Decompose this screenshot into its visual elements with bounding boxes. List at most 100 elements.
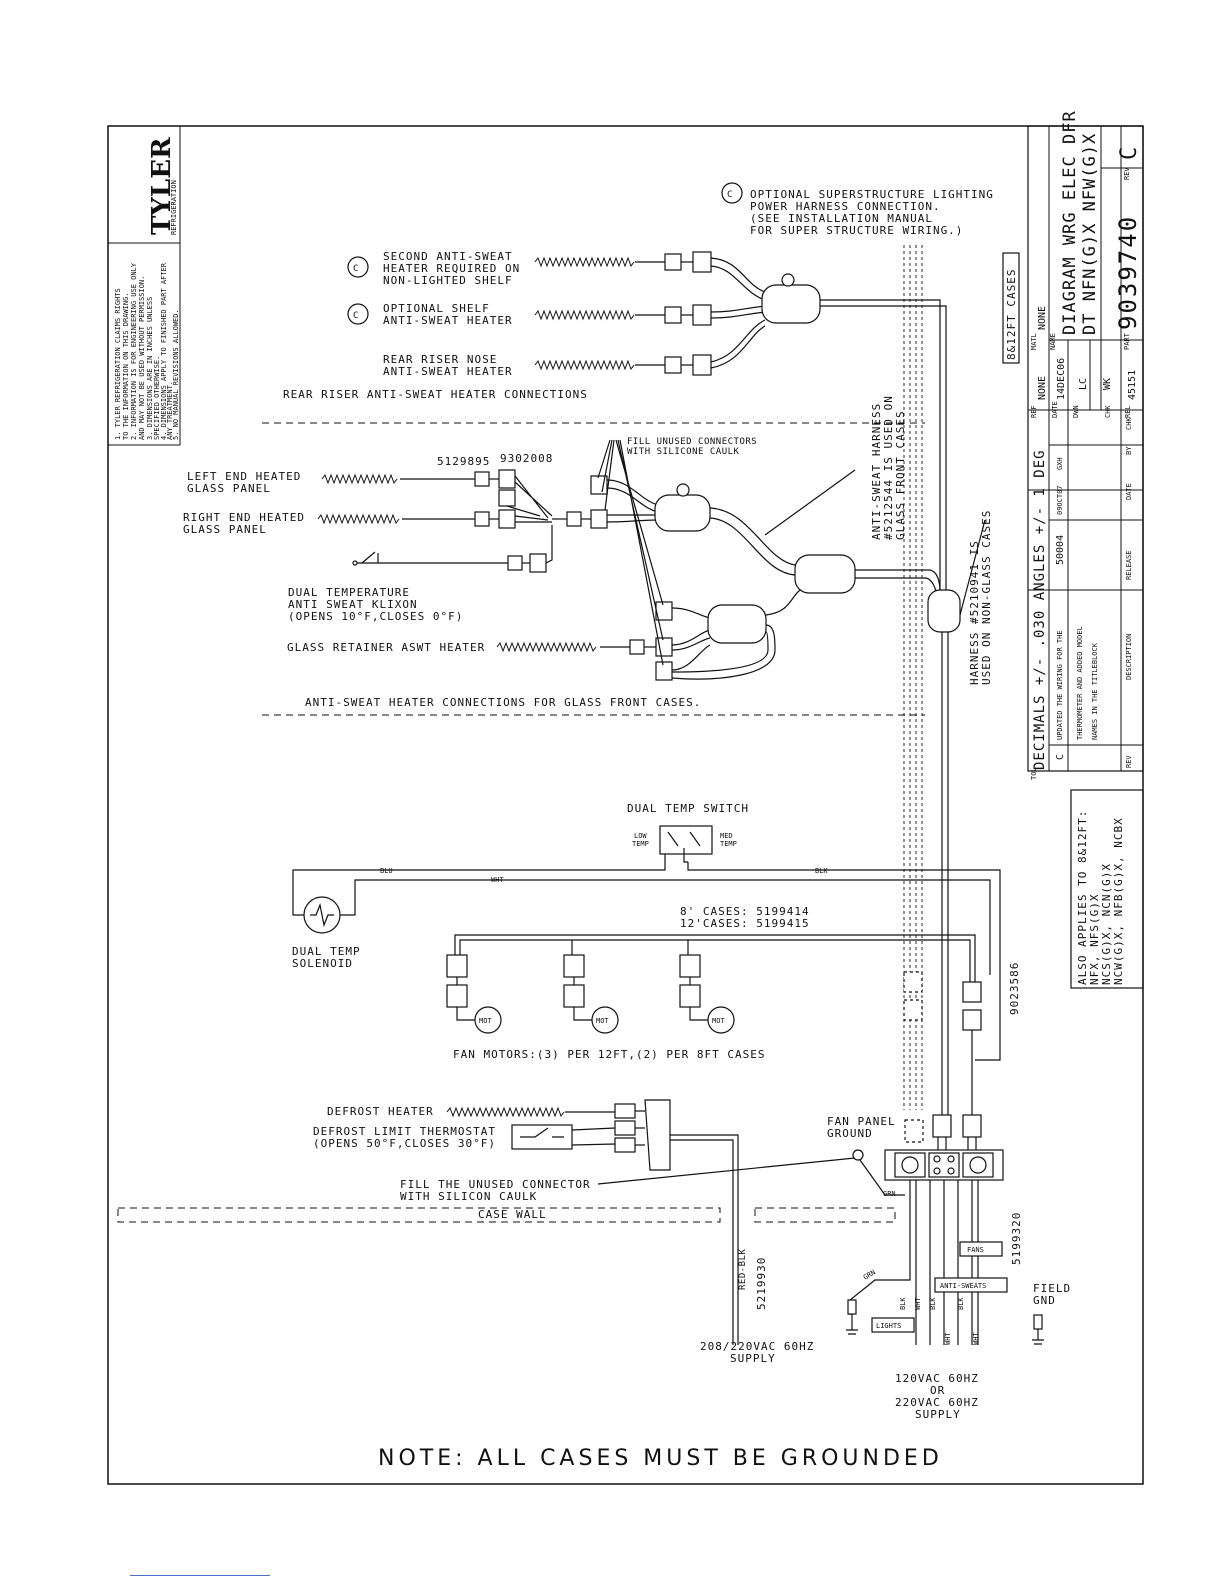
ref-label: REF — [1030, 405, 1038, 418]
wire-wht: WHT — [914, 1297, 922, 1310]
connector — [563, 954, 585, 978]
heater-coil — [496, 641, 597, 653]
note-line: 4. DIMENSIONS APPLY TO FINISHED PART AFT… — [160, 262, 168, 440]
drawing-title: DIAGRAM WRG ELEC DFR — [1060, 110, 1080, 335]
second-heater-line: SECOND ANTI-SWEAT — [383, 250, 513, 263]
supply-120-label: OR — [930, 1384, 945, 1397]
ground-symbol — [847, 1299, 857, 1315]
c-marker — [347, 303, 369, 325]
connector — [498, 489, 516, 507]
optional-shelf-line: ANTI-SWEAT HEATER — [383, 314, 513, 327]
second-heater-line: HEATER REQUIRED ON — [383, 262, 520, 275]
fan-panel-label: GROUND — [827, 1127, 873, 1140]
fill-unused-label: FILL UNUSED CONNECTORS — [627, 437, 757, 447]
fill-unused-label: WITH SILICONE CAULK — [627, 447, 740, 457]
harness-label: #5212544 IS USED ON — [882, 395, 895, 540]
c-marker — [347, 256, 369, 278]
connector — [664, 306, 682, 324]
anti-sweats-tag — [934, 1277, 1008, 1293]
fan-part-12: 12'CASES: 5199415 — [680, 917, 810, 930]
fans-tag-label: FANS — [967, 1246, 984, 1254]
connector — [474, 511, 490, 527]
heater-coil — [534, 359, 635, 371]
fan-motor-symbol — [591, 1006, 619, 1034]
harness-junction — [927, 589, 961, 633]
tyler-logo: TYLER — [147, 137, 177, 235]
connector — [474, 471, 490, 487]
connector — [507, 555, 523, 571]
anti-sweats-tag-label: ANTI-SWEATS — [940, 1282, 986, 1290]
superstructure-harness — [903, 245, 923, 1110]
harness-junction — [761, 284, 821, 324]
dual-temp-switch: DUAL TEMP SWITCH LOW TEMP MED TEMP BLU W… — [292, 802, 1001, 1061]
connector — [498, 509, 516, 529]
rev-label: REV — [1123, 167, 1131, 180]
heater-coil — [446, 1106, 565, 1118]
col-by: BY — [1125, 446, 1133, 455]
dwn-value: LC — [1078, 378, 1089, 390]
connector — [629, 639, 645, 655]
mount-ring — [781, 273, 795, 287]
tolerance: DECIMALS +/- .030 ANGLES +/- 1 DEG — [1032, 449, 1048, 770]
motor-label: MOT — [596, 1017, 609, 1025]
note-line: 2. INFORMATION IS FOR ENGINEERING USE ON… — [130, 262, 138, 440]
superstructure-line: FOR SUPER STRUCTURE WIRING.) — [750, 224, 963, 237]
logo-block: TYLER REFRIGERATION — [108, 126, 181, 446]
rel-value: 45151 — [1127, 370, 1138, 400]
case-wall — [117, 1207, 721, 1223]
supply-120-label: 220VAC 60HZ — [895, 1396, 979, 1409]
glass-front-section: LEFT END HEATED GLASS PANEL RIGHT END HE… — [183, 395, 993, 1120]
superstructure-line: (SEE INSTALLATION MANUAL — [750, 212, 933, 225]
heater-coil — [534, 309, 635, 321]
rev-description: UPDATED THE WIRING FOR THE — [1056, 630, 1064, 740]
cases-box-label: 8&12FT CASES — [1005, 269, 1018, 360]
note-line: 3. DIMENSIONS ARE IN INCHES UNLESS — [146, 297, 154, 440]
name-label: NAME — [1049, 333, 1057, 350]
fan-motor-symbol — [474, 1006, 502, 1034]
connector — [932, 1114, 952, 1138]
part-number: 5129895 — [437, 455, 490, 468]
col-release: RELEASE — [1125, 550, 1133, 580]
wire-wht: WHT — [491, 876, 504, 884]
part-number: 9039740 — [1114, 215, 1142, 330]
wire-wht: WHT — [972, 1332, 980, 1345]
klixon-label: DUAL TEMPERATURE — [288, 586, 410, 599]
solenoid-label: DUAL TEMP — [292, 945, 361, 958]
wire-red-blk: RED-BLK — [738, 1248, 748, 1290]
general-notes: 1. TYLER REFRIGERATION CLAIMS RIGHTS TO … — [114, 262, 180, 440]
part-number: 9302008 — [500, 452, 553, 465]
tyler-logo-sub: REFRIGERATION — [170, 180, 178, 235]
tol-label: TOL — [1030, 767, 1038, 780]
superstructure-line: POWER HARNESS CONNECTION. — [750, 200, 941, 213]
supply-120-label: 120VAC 60HZ — [895, 1372, 979, 1385]
col-rev: REV — [1125, 755, 1133, 768]
note-line: AND MAY NOT BE USED WITHOUT PERMISSION. — [138, 276, 146, 440]
harness-label: ANTI-SWEAT HARNESS — [870, 403, 883, 540]
matl-value: NONE — [1037, 306, 1048, 330]
connector — [962, 981, 982, 1003]
rev-row-rev: C — [1055, 754, 1066, 760]
lights-tag — [871, 1317, 915, 1333]
cases-box — [1002, 252, 1020, 364]
part-5199320: 5199320 — [1010, 1212, 1023, 1265]
note-line: ANY TREATMENT. — [166, 381, 174, 440]
connector — [664, 253, 682, 271]
note-line: TO THE INFORMATION ON THIS DRAWING. — [122, 292, 130, 440]
fan-harness-part: 9023586 — [1008, 962, 1021, 1015]
connector — [664, 356, 682, 374]
rev-description: THERMOMETER AND ADDED MODEL — [1076, 626, 1084, 740]
dwn-label: DWN — [1072, 405, 1080, 418]
switch-low-label: LOW — [634, 832, 647, 840]
ground-lug — [852, 1149, 864, 1161]
optional-shelf-label: C OPTIONAL SHELF ANTI-SWEAT HEATER — [347, 302, 513, 327]
chk-label: CHK — [1104, 405, 1112, 418]
solenoid-label: SOLENOID — [292, 957, 353, 970]
wire-blk: BLK — [929, 1297, 937, 1310]
harness-junction — [794, 554, 856, 594]
applies-to-box: ALSO APPLIES TO 8&12FT: NFX, NFS(G)X NCS… — [1070, 789, 1144, 989]
rev-by: GXH — [1056, 457, 1064, 470]
superstructure-line: OPTIONAL SUPERSTRUCTURE LIGHTING — [750, 188, 994, 201]
c-marker-text: C — [353, 311, 359, 321]
wire-blk: BLK — [957, 1297, 965, 1310]
connector — [962, 1009, 982, 1031]
